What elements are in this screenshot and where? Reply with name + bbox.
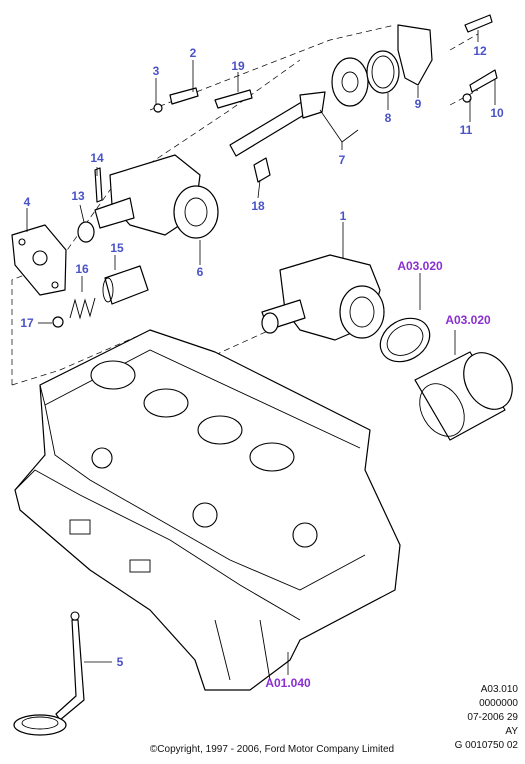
reference-a03020-oring[interactable]: A03.020	[397, 259, 443, 273]
cylinder-block	[14, 329, 401, 691]
callout-13[interactable]: 13	[71, 189, 85, 203]
callout-labels: 1 2 3 4 5 6 7 8 9 10 11 12 13 14 15 16 1…	[20, 44, 504, 690]
footer-code-1: A03.010	[481, 684, 519, 695]
gasket-plate	[11, 224, 67, 296]
callout-1[interactable]: 1	[340, 209, 347, 223]
dipstick-tube	[13, 611, 85, 736]
callout-6[interactable]: 6	[197, 265, 204, 279]
footer-date: 07-2006 29	[467, 712, 518, 723]
callout-3[interactable]: 3	[153, 64, 160, 78]
callout-9[interactable]: 9	[415, 97, 422, 111]
callout-11[interactable]: 11	[460, 123, 473, 137]
callout-15[interactable]: 15	[110, 241, 124, 255]
footer-code-3: AY	[505, 726, 518, 737]
reference-a01040-block[interactable]: A01.040	[265, 676, 311, 690]
oil-filter-parts	[379, 317, 513, 441]
footer-code-4: G 0010750 02	[455, 740, 519, 751]
callout-5[interactable]: 5	[117, 655, 124, 669]
callout-17[interactable]: 17	[20, 316, 34, 330]
callout-2[interactable]: 2	[190, 46, 197, 60]
callout-16[interactable]: 16	[75, 262, 89, 276]
leader-lines	[26, 30, 496, 675]
footer-code-2: 0000000	[479, 698, 518, 709]
callout-19[interactable]: 19	[231, 59, 245, 73]
callout-14[interactable]: 14	[90, 151, 104, 165]
callout-18[interactable]: 18	[251, 199, 265, 213]
callout-8[interactable]: 8	[385, 111, 392, 125]
shaft-and-cover	[94, 14, 498, 203]
callout-10[interactable]: 10	[490, 106, 504, 120]
relief-valve-parts	[52, 265, 149, 328]
callout-7[interactable]: 7	[339, 153, 346, 167]
footer-block: A03.010 0000000 07-2006 29 AY G 0010750 …	[150, 684, 519, 755]
reference-a03020-filter[interactable]: A03.020	[445, 313, 491, 327]
callout-4[interactable]: 4	[24, 195, 31, 209]
pump-cover	[77, 154, 219, 243]
callout-12[interactable]: 12	[473, 44, 487, 58]
oil-pump-assembly	[261, 254, 385, 341]
copyright-notice: ©Copyright, 1997 - 2006, Ford Motor Comp…	[150, 744, 394, 755]
